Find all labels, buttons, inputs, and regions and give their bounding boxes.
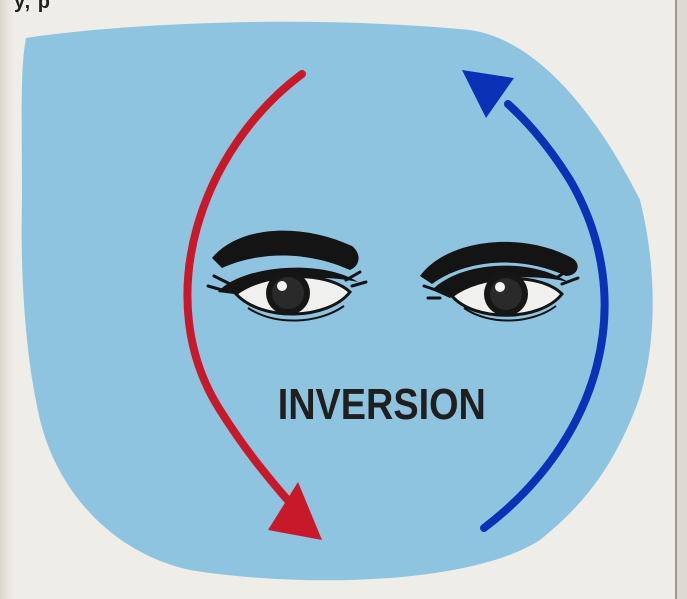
inversion-label: INVERSION [270,380,494,430]
